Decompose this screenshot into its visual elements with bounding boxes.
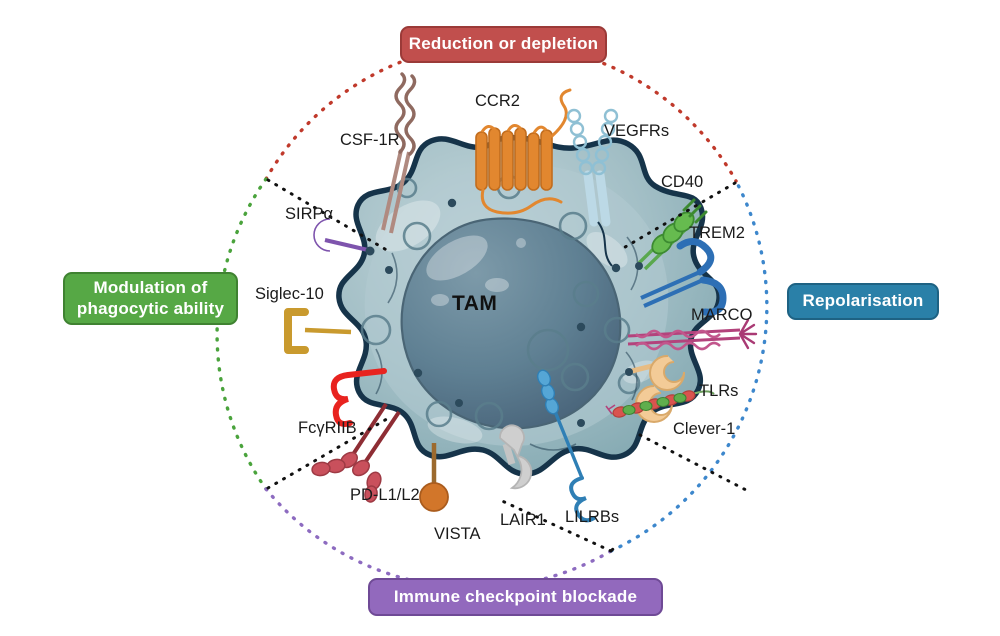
receptor-label-lair1: LAIR1 [500, 511, 546, 529]
category-label-repolarisation: Repolarisation [802, 291, 924, 311]
receptor-label-trem2: TREM2 [689, 224, 745, 242]
category-box-repolarisation[interactable]: Repolarisation [787, 283, 939, 320]
receptor-label-marco: MARCO [691, 306, 753, 324]
category-label-reduction: Reduction or depletion [408, 34, 599, 54]
receptor-glyph-lair1 [499, 424, 533, 490]
cell-center-label: TAM [452, 292, 498, 315]
receptor-label-lilrbs: LILRBs [565, 508, 620, 526]
receptor-label-pdl1l2: PD-L1/L2 [350, 486, 420, 504]
category-box-phagocytic[interactable]: Modulation of phagocytic ability [63, 272, 238, 325]
receptor-glyph-siglec10 [284, 308, 352, 354]
receptor-glyph-lilrbs [536, 369, 596, 523]
receptor-glyph-csf1r [381, 72, 417, 234]
receptor-label-cd40: CD40 [661, 173, 704, 191]
divider-upper-left [266, 178, 392, 254]
category-label-checkpoint: Immune checkpoint blockade [393, 586, 638, 606]
receptor-glyph-clever1 [605, 390, 715, 418]
receptor-label-csf1r: CSF-1R [340, 131, 400, 149]
category-label-phagocytic-line2: phagocytic ability [76, 298, 225, 318]
category-label-phagocytic: Modulation of phagocytic ability [77, 278, 224, 318]
receptor-glyph-trem2 [635, 198, 708, 271]
receptor-label-vegfrs: VEGFRs [604, 122, 670, 140]
receptor-label-fcgriib: FcγRIIB [298, 419, 357, 437]
category-label-phagocytic-line1: Modulation of [93, 278, 208, 298]
receptor-glyph-fcgriib [330, 368, 387, 427]
receptor-glyph-sirpalpha [313, 218, 375, 256]
arc-repolarisation [609, 179, 769, 553]
receptor-label-sirpalpha: SIRPα [285, 205, 334, 223]
receptor-label-siglec10: Siglec-10 [255, 285, 324, 303]
receptor-label-vista: VISTA [434, 525, 481, 543]
receptor-glyph-vegfrs [566, 108, 619, 267]
receptor-label-clever1: Clever-1 [673, 420, 736, 438]
cell-membrane [336, 135, 722, 477]
receptor-glyph-ccr2 [475, 88, 572, 215]
divider-lower-right-main [498, 498, 613, 553]
receptor-glyph-cd40 [640, 238, 727, 316]
receptor-label-ccr2: CCR2 [475, 92, 520, 110]
receptor-glyph-pdl1l2 [311, 402, 401, 503]
receptor-glyph-marco [627, 318, 758, 351]
receptor-label-tlrs: TLRs [699, 382, 739, 400]
divider-lower-left [266, 414, 394, 490]
receptor-glyph-vista [419, 443, 449, 512]
category-box-checkpoint[interactable]: Immune checkpoint blockade [368, 578, 663, 616]
category-box-reduction[interactable]: Reduction or depletion [400, 26, 607, 63]
divider-br [638, 433, 748, 492]
divider-lower-right [610, 546, 616, 552]
